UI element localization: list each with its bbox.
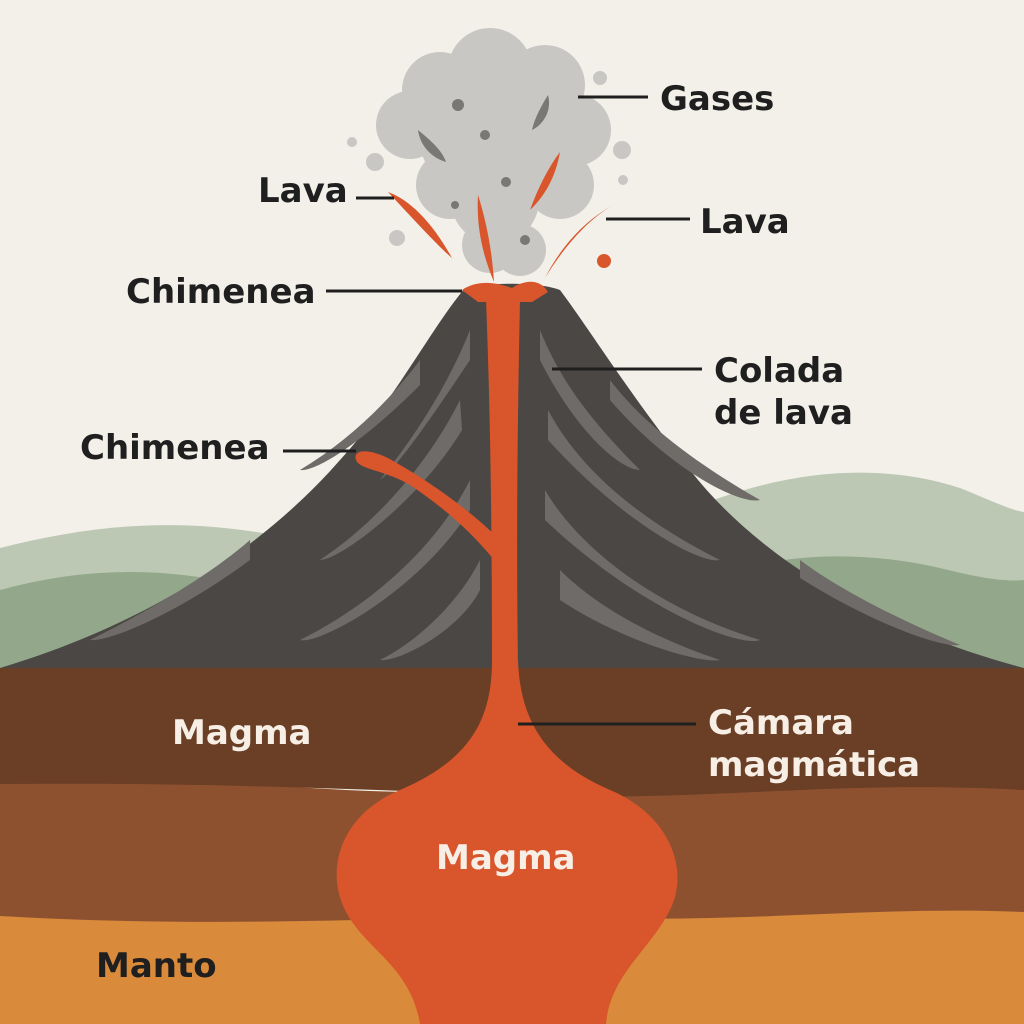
- label-lava-right: Lava: [700, 202, 790, 242]
- label-chimenea-side: Chimenea: [80, 428, 270, 468]
- label-camara-line1: Cámara: [708, 703, 854, 743]
- label-gases: Gases: [660, 79, 774, 119]
- label-camara-line2: magmática: [708, 745, 920, 785]
- lava-jets: [388, 152, 612, 282]
- leader-lines: [283, 95, 702, 726]
- crater-lava: [462, 281, 548, 302]
- magma-system: [336, 281, 678, 1024]
- ash-cloud: [347, 28, 631, 276]
- magma-chamber-shape: [336, 660, 678, 1024]
- label-magma-chamber: Magma: [436, 838, 576, 878]
- label-manto: Manto: [96, 946, 217, 986]
- label-magma-layer: Magma: [172, 713, 312, 753]
- volcano-streaks: [90, 330, 960, 661]
- ash-debris: [418, 95, 550, 245]
- side-conduit: [355, 451, 500, 560]
- label-colada-line2: de lava: [714, 393, 853, 433]
- main-conduit: [486, 300, 520, 668]
- label-colada-line1: Colada: [714, 351, 844, 391]
- label-chimenea-top: Chimenea: [126, 272, 316, 312]
- label-lava-left: Lava: [258, 171, 348, 211]
